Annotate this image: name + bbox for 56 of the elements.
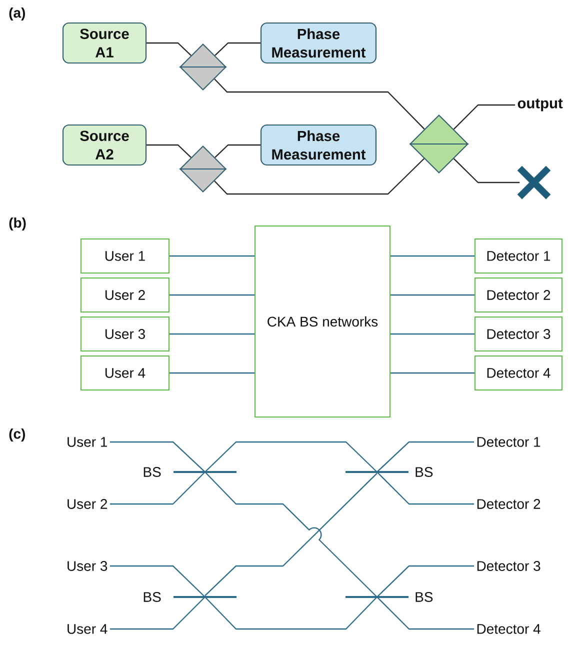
bs-label: BS bbox=[416, 467, 433, 477]
detector-label: Detector 4 bbox=[477, 624, 540, 634]
connector-line bbox=[214, 42, 260, 56]
panel-label: (a) bbox=[9, 7, 25, 21]
panel-label: (b) bbox=[9, 217, 26, 231]
connector-line bbox=[376, 596, 474, 630]
connector-line bbox=[390, 294, 474, 296]
user-box: User 2 bbox=[80, 277, 170, 313]
connector-line bbox=[376, 565, 474, 598]
bs-label: BS bbox=[416, 592, 433, 602]
bs-label: BS bbox=[144, 467, 161, 477]
connector-line bbox=[170, 372, 254, 374]
connector-line bbox=[110, 565, 206, 598]
connector-line bbox=[170, 333, 254, 335]
source-box: Source A1 bbox=[62, 22, 147, 64]
connector-line bbox=[453, 104, 515, 130]
connector-line bbox=[146, 144, 192, 158]
detector-label: Detector 1 bbox=[477, 437, 540, 447]
connector-line bbox=[204, 596, 378, 630]
connector-line bbox=[146, 42, 192, 56]
user-box: User 3 bbox=[80, 316, 170, 352]
connector-line bbox=[110, 472, 206, 505]
user-box: User 1 bbox=[80, 238, 170, 274]
user-label: User 1 bbox=[68, 437, 108, 447]
phase-measurement-box: Phase Measurement bbox=[260, 124, 377, 166]
cross-mark bbox=[516, 164, 552, 200]
connector-line bbox=[214, 158, 424, 195]
bs-label: BS bbox=[144, 592, 161, 602]
phase-measurement-box: Phase Measurement bbox=[260, 22, 377, 64]
connector-line bbox=[390, 255, 474, 257]
user-label: User 4 bbox=[68, 624, 108, 634]
source-box: Source A2 bbox=[62, 124, 147, 166]
connector-line bbox=[110, 441, 206, 472]
detector-box: Detector 3 bbox=[474, 316, 563, 352]
connector-line bbox=[214, 144, 260, 158]
detector-box: Detector 2 bbox=[474, 277, 563, 313]
connector-line bbox=[453, 158, 520, 184]
detector-label: Detector 2 bbox=[477, 499, 540, 509]
connector-line bbox=[170, 294, 254, 296]
detector-box: Detector 1 bbox=[474, 238, 563, 274]
connector-line bbox=[376, 472, 474, 505]
connector-line bbox=[390, 372, 474, 374]
user-label: User 3 bbox=[68, 561, 108, 571]
network-box: CKA BS networks bbox=[254, 225, 391, 418]
connector-line bbox=[376, 441, 474, 472]
connector-line bbox=[170, 255, 254, 257]
panel-label: (c) bbox=[9, 428, 25, 442]
connector-line bbox=[110, 596, 206, 630]
connector-line bbox=[390, 333, 474, 335]
connector-line bbox=[204, 441, 378, 472]
connector-line bbox=[214, 78, 425, 130]
output-label: output bbox=[518, 98, 563, 112]
detector-label: Detector 3 bbox=[477, 561, 540, 571]
detector-box: Detector 4 bbox=[474, 355, 563, 391]
user-label: User 2 bbox=[68, 499, 107, 509]
user-box: User 4 bbox=[80, 355, 170, 391]
